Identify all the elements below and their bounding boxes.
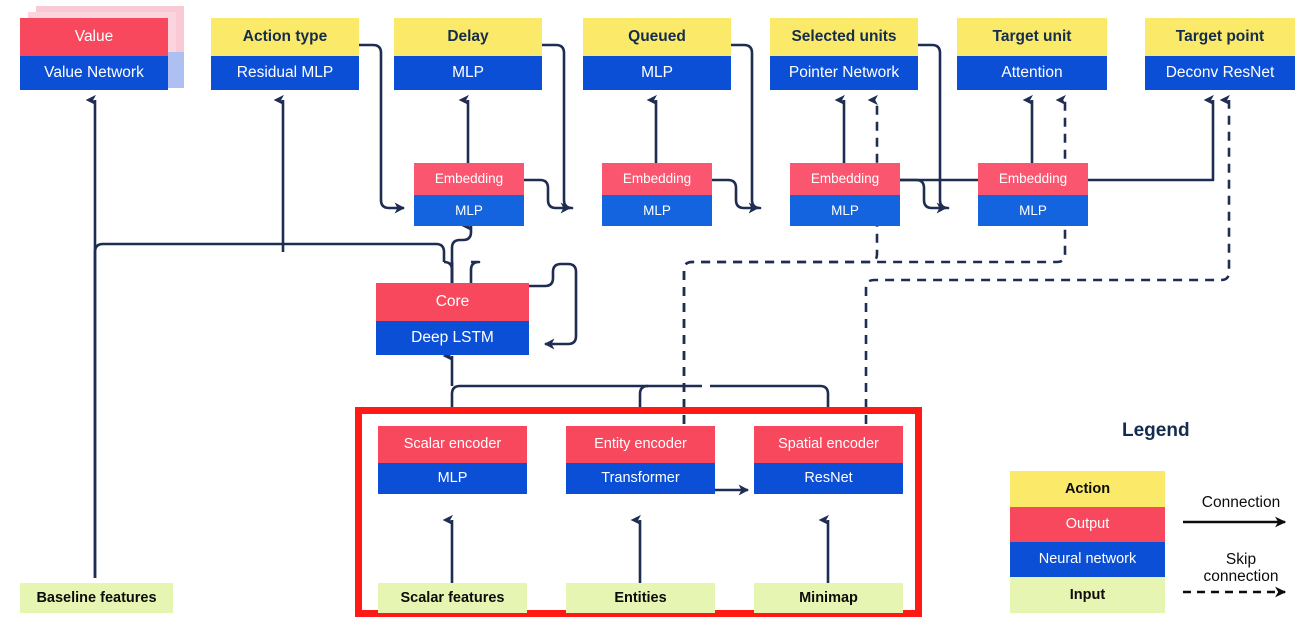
node-delay[interactable]: Delay MLP	[394, 18, 542, 90]
node-entities-label: Entities	[566, 583, 715, 613]
node-target-unit-network: Attention	[957, 56, 1107, 90]
wire-core-recurrent-loop	[529, 262, 578, 350]
wire-core-top-stub	[443, 260, 454, 285]
node-selected-units-network: Pointer Network	[770, 56, 918, 90]
node-action-type-network: Residual MLP	[211, 56, 359, 90]
legend-swatch-input: Input	[1010, 577, 1165, 613]
wire-embedding1-to-embedding2	[524, 178, 572, 214]
node-scalar-features[interactable]: Scalar features	[378, 583, 527, 613]
node-embedding-3-network: MLP	[790, 195, 900, 226]
node-embedding-3-title: Embedding	[790, 163, 900, 195]
node-target-point[interactable]: Target point Deconv ResNet	[1145, 18, 1295, 90]
node-embedding-2-network: MLP	[602, 195, 712, 226]
node-core[interactable]: Core Deep LSTM	[376, 283, 529, 355]
wire-embedding2-to-embedding3	[712, 178, 760, 214]
value-stack-shadow-blue	[168, 52, 184, 88]
node-queued[interactable]: Queued MLP	[583, 18, 731, 90]
wire-baseline-to-core-bus	[93, 242, 104, 578]
node-scalar-encoder-title: Scalar encoder	[378, 426, 527, 463]
legend-swatch-neural-network: Neural network	[1010, 542, 1165, 577]
node-embedding-2[interactable]: Embedding MLP	[602, 163, 712, 226]
node-value-network: Value Network	[20, 56, 168, 90]
node-minimap-label: Minimap	[754, 583, 903, 613]
node-entity-encoder-title: Entity encoder	[566, 426, 715, 463]
node-delay-network: MLP	[394, 56, 542, 90]
skip-entity-to-target-unit	[682, 94, 1067, 424]
skip-entity-riser-a	[682, 262, 692, 424]
node-entity-encoder-network: Transformer	[566, 463, 715, 494]
node-embedding-4[interactable]: Embedding MLP	[978, 163, 1088, 226]
legend-swatch-action: Action	[1010, 471, 1165, 507]
legend-swatches: Action Output Neural network Input	[1010, 471, 1165, 613]
noop4	[470, 242, 478, 285]
node-queued-network: MLP	[583, 56, 731, 90]
node-scalar-encoder[interactable]: Scalar encoder MLP	[378, 426, 527, 494]
node-spatial-encoder[interactable]: Spatial encoder ResNet	[754, 426, 903, 494]
node-target-unit[interactable]: Target unit Attention	[957, 18, 1107, 90]
wire-delay-to-embedding2	[542, 43, 574, 210]
node-embedding-1-title: Embedding	[414, 163, 524, 195]
node-queued-title: Queued	[583, 18, 731, 56]
node-target-unit-title: Target unit	[957, 18, 1107, 56]
node-selected-units-title: Selected units	[770, 18, 918, 56]
node-entities[interactable]: Entities	[566, 583, 715, 613]
node-target-point-title: Target point	[1145, 18, 1295, 56]
skip-entity-to-selected-units	[682, 94, 879, 424]
wire-embedding4-to-targetpoint	[1087, 94, 1215, 182]
node-selected-units[interactable]: Selected units Pointer Network	[770, 18, 918, 90]
node-embedding-2-title: Embedding	[602, 163, 712, 195]
node-spatial-encoder-title: Spatial encoder	[754, 426, 903, 463]
legend-title: Legend	[1122, 420, 1190, 441]
node-baseline-features[interactable]: Baseline features	[20, 583, 173, 613]
node-embedding-1[interactable]: Embedding MLP	[414, 163, 524, 226]
node-embedding-4-network: MLP	[978, 195, 1088, 226]
node-scalar-features-label: Scalar features	[378, 583, 527, 613]
wire-core-to-embedding1	[450, 220, 473, 285]
node-delay-title: Delay	[394, 18, 542, 56]
noop2	[452, 244, 464, 263]
noop3	[469, 244, 477, 285]
wire-embedding3-to-embedding4	[900, 178, 948, 214]
node-target-point-network: Deconv ResNet	[1145, 56, 1295, 90]
wire-core-bus-left	[103, 242, 446, 262]
node-value[interactable]: Value Value Network	[20, 18, 168, 90]
node-value-title: Value	[20, 18, 168, 56]
node-embedding-1-network: MLP	[414, 195, 524, 226]
node-action-type[interactable]: Action type Residual MLP	[211, 18, 359, 90]
legend-skip-connection-label: Skip connection	[1203, 551, 1279, 586]
node-core-network: Deep LSTM	[376, 321, 529, 355]
node-baseline-features-label: Baseline features	[20, 583, 173, 613]
skip-spatial-to-target-point	[864, 94, 1231, 424]
node-core-title: Core	[376, 283, 529, 321]
node-entity-encoder[interactable]: Entity encoder Transformer	[566, 426, 715, 494]
node-scalar-encoder-network: MLP	[378, 463, 527, 494]
node-action-type-title: Action type	[211, 18, 359, 56]
legend-swatch-output: Output	[1010, 507, 1165, 542]
wire-core-emb-left	[178, 240, 471, 262]
node-minimap[interactable]: Minimap	[754, 583, 903, 613]
node-embedding-3[interactable]: Embedding MLP	[790, 163, 900, 226]
node-embedding-4-title: Embedding	[978, 163, 1088, 195]
wire-queued-to-embedding3	[731, 43, 762, 210]
wire-core-emb-stub	[469, 260, 481, 285]
wire-selectedunits-to-embedding4	[918, 43, 950, 210]
legend-connection-label: Connection	[1201, 494, 1281, 511]
noop	[470, 224, 478, 240]
legend-arrow-icons	[1183, 516, 1287, 598]
encoder-highlight-frame	[355, 407, 922, 617]
node-spatial-encoder-network: ResNet	[754, 463, 903, 494]
